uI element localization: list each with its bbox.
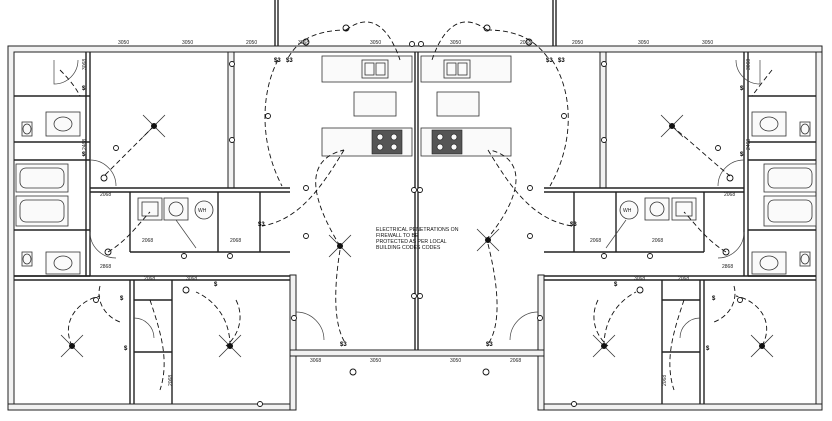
kitchen-counter-top (321, 55, 512, 83)
switch-symbol: $ (120, 296, 124, 302)
note-line-1: ELECTRICAL PENETRATIONS ON (376, 227, 459, 233)
door-label: 2068 (520, 40, 531, 46)
ceiling-fan-icon (476, 228, 500, 252)
window-label: 3050 (702, 40, 713, 46)
switch-symbol: $3 (570, 222, 577, 228)
door-label: 2868 (722, 264, 733, 270)
door-label: 2468 (746, 139, 752, 150)
window-label: 3050 (182, 40, 193, 46)
door-label: 2068 (652, 238, 663, 244)
window-label: 3050 (638, 40, 649, 46)
exterior-walls (7, 45, 823, 411)
switch-symbol: $3 (286, 58, 293, 64)
note-line-3: PROTECTED AS PER LOCAL (376, 239, 447, 245)
receptacles (93, 61, 743, 407)
toilet-icon (799, 121, 811, 137)
door-label: 2868 (100, 264, 111, 270)
switch-symbol: $ (124, 346, 128, 352)
switch-symbol: $3 (258, 222, 265, 228)
door-label: 2068 (142, 238, 153, 244)
toilet-icon (799, 251, 811, 267)
switch-symbol: $ (712, 296, 716, 302)
water-heater-label: WH (623, 208, 632, 214)
door-label: 3068 (310, 358, 321, 364)
switch-symbol: $3 (486, 342, 493, 348)
switch-symbol: $ (740, 86, 744, 92)
window-label: 2050 (246, 40, 257, 46)
laundry-area-left: WH (137, 197, 214, 221)
bathtub-right-1 (763, 163, 817, 193)
switch-symbol: $ (214, 282, 218, 288)
switch-symbol: $3 (274, 58, 281, 64)
wiring-runs (59, 21, 773, 391)
switch-symbol: $ (82, 86, 86, 92)
vanity-sink-icon (751, 111, 787, 137)
laundry-area-right: WH (619, 197, 697, 221)
vanity-sink-icon (45, 251, 81, 275)
kitchen-island (353, 91, 480, 117)
bathtub-left-1 (15, 163, 69, 193)
window-label: 3050 (450, 40, 461, 46)
door-label: 2468 (82, 139, 88, 150)
door-label: 2068 (144, 276, 155, 282)
water-heater-label: WH (198, 208, 207, 214)
door-label: 2068 (724, 192, 735, 198)
window-label: 3050 (370, 358, 381, 364)
bathtub-right-2 (763, 195, 817, 227)
switches: $3 $3 $3 $3 $3 $3 $3 $3 $ $ $ $ $ $ $ $ … (82, 58, 744, 352)
porch-frame (274, 0, 557, 48)
vanity-sink-icon (45, 111, 81, 137)
toilet-icon (21, 121, 33, 137)
firewall-note: ELECTRICAL PENETRATIONS ON FIREWALL TO B… (376, 227, 459, 251)
light-fixtures (100, 24, 734, 376)
door-label: 3068 (634, 276, 645, 282)
interior-walls (14, 52, 816, 404)
switch-symbol: $3 (546, 58, 553, 64)
window-label: 3050 (450, 358, 461, 364)
note-line-4: BUILDING CODES CODES (376, 245, 441, 251)
switch-symbol: $ (740, 152, 744, 158)
door-label: 2068 (590, 238, 601, 244)
switch-symbol: $ (82, 152, 86, 158)
door-swings (53, 59, 761, 341)
switch-symbol: $3 (558, 58, 565, 64)
door-label: 2068 (510, 358, 521, 364)
switch-symbol: $ (614, 282, 618, 288)
window-label: 3050 (370, 40, 381, 46)
door-label: 3068 (746, 59, 752, 70)
door-label: 2068 (100, 192, 111, 198)
door-label: 3068 (82, 59, 88, 70)
switch-symbol: $3 (340, 342, 347, 348)
door-label: 2068 (168, 375, 174, 386)
opening-labels: 3050 3050 2050 3068 3050 3050 2068 2050 … (82, 40, 752, 386)
door-label: 2068 (230, 238, 241, 244)
door-label: 2068 (662, 375, 668, 386)
vanity-sink-icon (751, 251, 787, 275)
note-line-2: FIREWALL TO BE (376, 233, 419, 239)
bathtub-left-2 (15, 195, 69, 227)
toilet-icon (21, 251, 33, 267)
switch-symbol: $ (706, 346, 710, 352)
window-label: 3050 (118, 40, 129, 46)
door-label: 3068 (186, 276, 197, 282)
kitchen-counter-bottom (321, 127, 512, 157)
window-label: 2050 (572, 40, 583, 46)
door-label: 2068 (678, 276, 689, 282)
door-label: 3068 (298, 40, 309, 46)
